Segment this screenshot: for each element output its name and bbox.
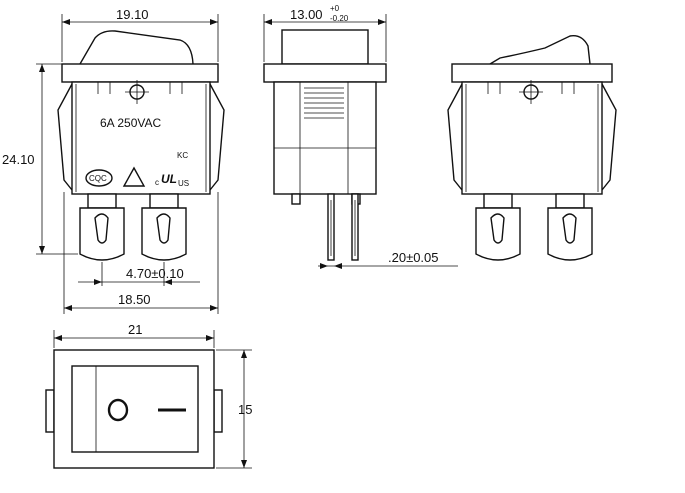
- dim-pin-thickness: .20±0.05: [388, 250, 439, 265]
- front-rocker: [79, 30, 194, 65]
- front-body: [71, 81, 211, 195]
- dim-side-width: 13.00: [290, 7, 323, 22]
- dim-height: 24.10: [2, 152, 35, 167]
- dim-body-width: 18.50: [118, 292, 151, 307]
- dim-cutout-height: 15: [238, 402, 252, 417]
- side-body: [273, 81, 377, 195]
- cqc-logo: [85, 169, 113, 187]
- pse-logo: [122, 166, 146, 187]
- front-terminal-left: [79, 193, 125, 261]
- kc-logo: KC: [177, 151, 188, 160]
- rear-terminal-right: [547, 193, 593, 261]
- rating-text: 6A 250VAC: [100, 116, 161, 130]
- rear-bezel: [451, 63, 613, 83]
- dim-side-tol-upper: +0: [330, 4, 340, 13]
- cqc-logo-text: CQC: [89, 174, 107, 183]
- dim-cutout-width: 21: [128, 322, 142, 337]
- front-clip-right: [209, 83, 225, 191]
- cutout-view: 21 15: [45, 322, 252, 469]
- rear-body: [461, 81, 603, 195]
- rear-view: [447, 35, 617, 261]
- cutout-rocker: [71, 365, 199, 453]
- front-bezel: [61, 63, 219, 83]
- off-symbol-o: [107, 398, 129, 422]
- cutout-frame: [53, 349, 215, 469]
- rear-rocker: [489, 35, 591, 65]
- dim-side-tol-lower: -0.20: [330, 14, 349, 23]
- front-terminal-right: [141, 193, 187, 261]
- ul-prefix: c: [155, 178, 159, 187]
- rear-terminal-left: [475, 193, 521, 261]
- side-view: 13.00 +0 -0.20 .20±0.05: [263, 4, 458, 269]
- ul-logo: UL: [161, 172, 177, 186]
- front-clip-left: [57, 83, 73, 191]
- side-rocker: [281, 29, 369, 65]
- front-view: 6A 250VAC CQC c UL US KC 19.10 24.10: [2, 7, 225, 314]
- side-hatch: [304, 87, 344, 119]
- dim-top-width: 19.10: [116, 7, 149, 22]
- dim-terminal-pitch: 4.70±0.10: [126, 266, 184, 281]
- ul-suffix: US: [178, 179, 189, 188]
- side-bezel: [263, 63, 387, 83]
